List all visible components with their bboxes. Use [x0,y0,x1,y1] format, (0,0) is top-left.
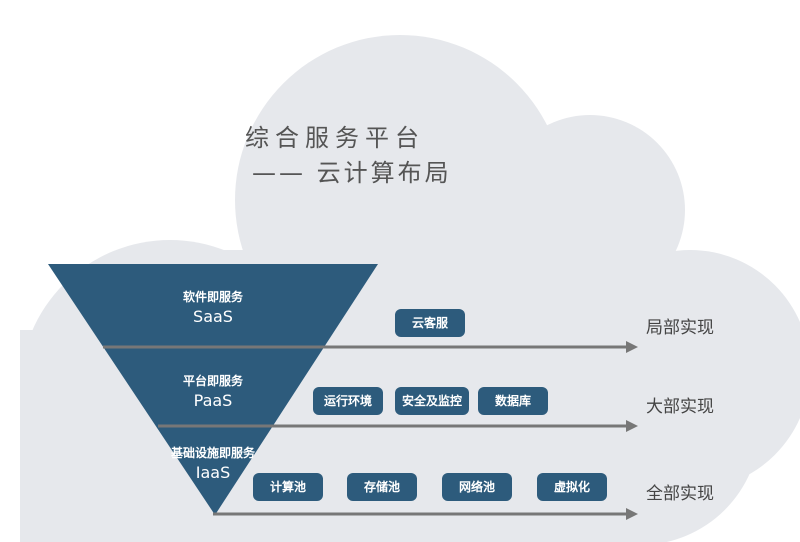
service-box: 虚拟化 [537,473,607,501]
service-box: 运行环境 [313,387,383,415]
service-box: 存储池 [347,473,417,501]
tier-name: 基础设施即服务 [170,446,255,460]
service-funnel [48,264,378,515]
service-box: 云客服 [395,309,465,337]
tier-abbr: PaaS [193,391,233,410]
tier-saas: 软件即服务 SaaS [133,288,293,326]
tier-abbr: IaaS [195,463,231,482]
tier-paas: 平台即服务 PaaS [133,372,293,410]
service-box: 计算池 [253,473,323,501]
service-box: 安全及监控 [395,387,469,415]
tier-name: 软件即服务 [182,290,243,304]
diagram-subtitle: —— 云计算布局 [252,159,452,187]
service-box: 网络池 [442,473,512,501]
level-label: 全部实现 [646,484,714,504]
service-box: 数据库 [478,387,548,415]
level-label: 局部实现 [646,318,714,338]
tier-name: 平台即服务 [182,374,243,388]
tier-iaas: 基础设施即服务 IaaS [133,444,293,482]
tier-abbr: SaaS [193,307,233,326]
diagram-title: 综合服务平台 [245,124,425,152]
level-label: 大部实现 [646,397,714,417]
